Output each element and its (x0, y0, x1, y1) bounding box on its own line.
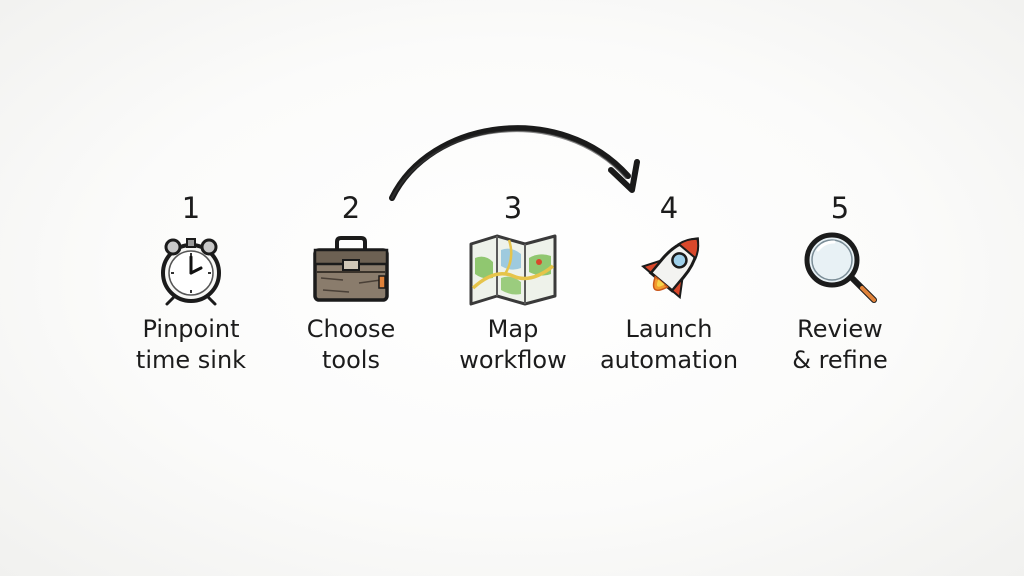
map-icon (465, 228, 561, 308)
step-label: Review & refine (740, 314, 940, 376)
step-label-line-2: time sink (135, 346, 247, 374)
step-label: Launch automation (569, 314, 769, 376)
step-5: 5 Review & refine (740, 188, 940, 388)
step-label-line-1: Pinpoint (142, 315, 240, 343)
step-label-line-2: workflow (459, 346, 567, 374)
step-1: 1 Pinpoint time sink (91, 188, 291, 388)
step-label: Pinpoint time sink (91, 314, 291, 376)
step-number: 1 (181, 191, 201, 225)
rocket-icon (621, 228, 717, 308)
step-label: Map workflow (413, 314, 613, 376)
step-4: 4 Launch automation (569, 188, 769, 388)
step-label-line-2: tools (322, 346, 380, 374)
step-number: 5 (830, 191, 850, 225)
step-2: 2 Choose tools (251, 188, 451, 388)
step-label-line-1: Map (487, 315, 539, 343)
stopwatch-icon (143, 228, 239, 308)
toolbox-icon (303, 228, 399, 308)
step-label-line-1: Choose (306, 315, 396, 343)
step-label-line-1: Review (797, 315, 883, 343)
magnifying-glass-icon (792, 228, 888, 308)
step-number: 2 (341, 191, 361, 225)
step-number: 3 (503, 191, 523, 225)
step-label-line-2: & refine (792, 346, 888, 374)
step-label-line-1: Launch (625, 315, 713, 343)
step-3: 3 Map workflow (413, 188, 613, 388)
step-label-line-2: automation (599, 346, 739, 374)
step-number: 4 (659, 191, 679, 225)
step-label: Choose tools (251, 314, 451, 376)
